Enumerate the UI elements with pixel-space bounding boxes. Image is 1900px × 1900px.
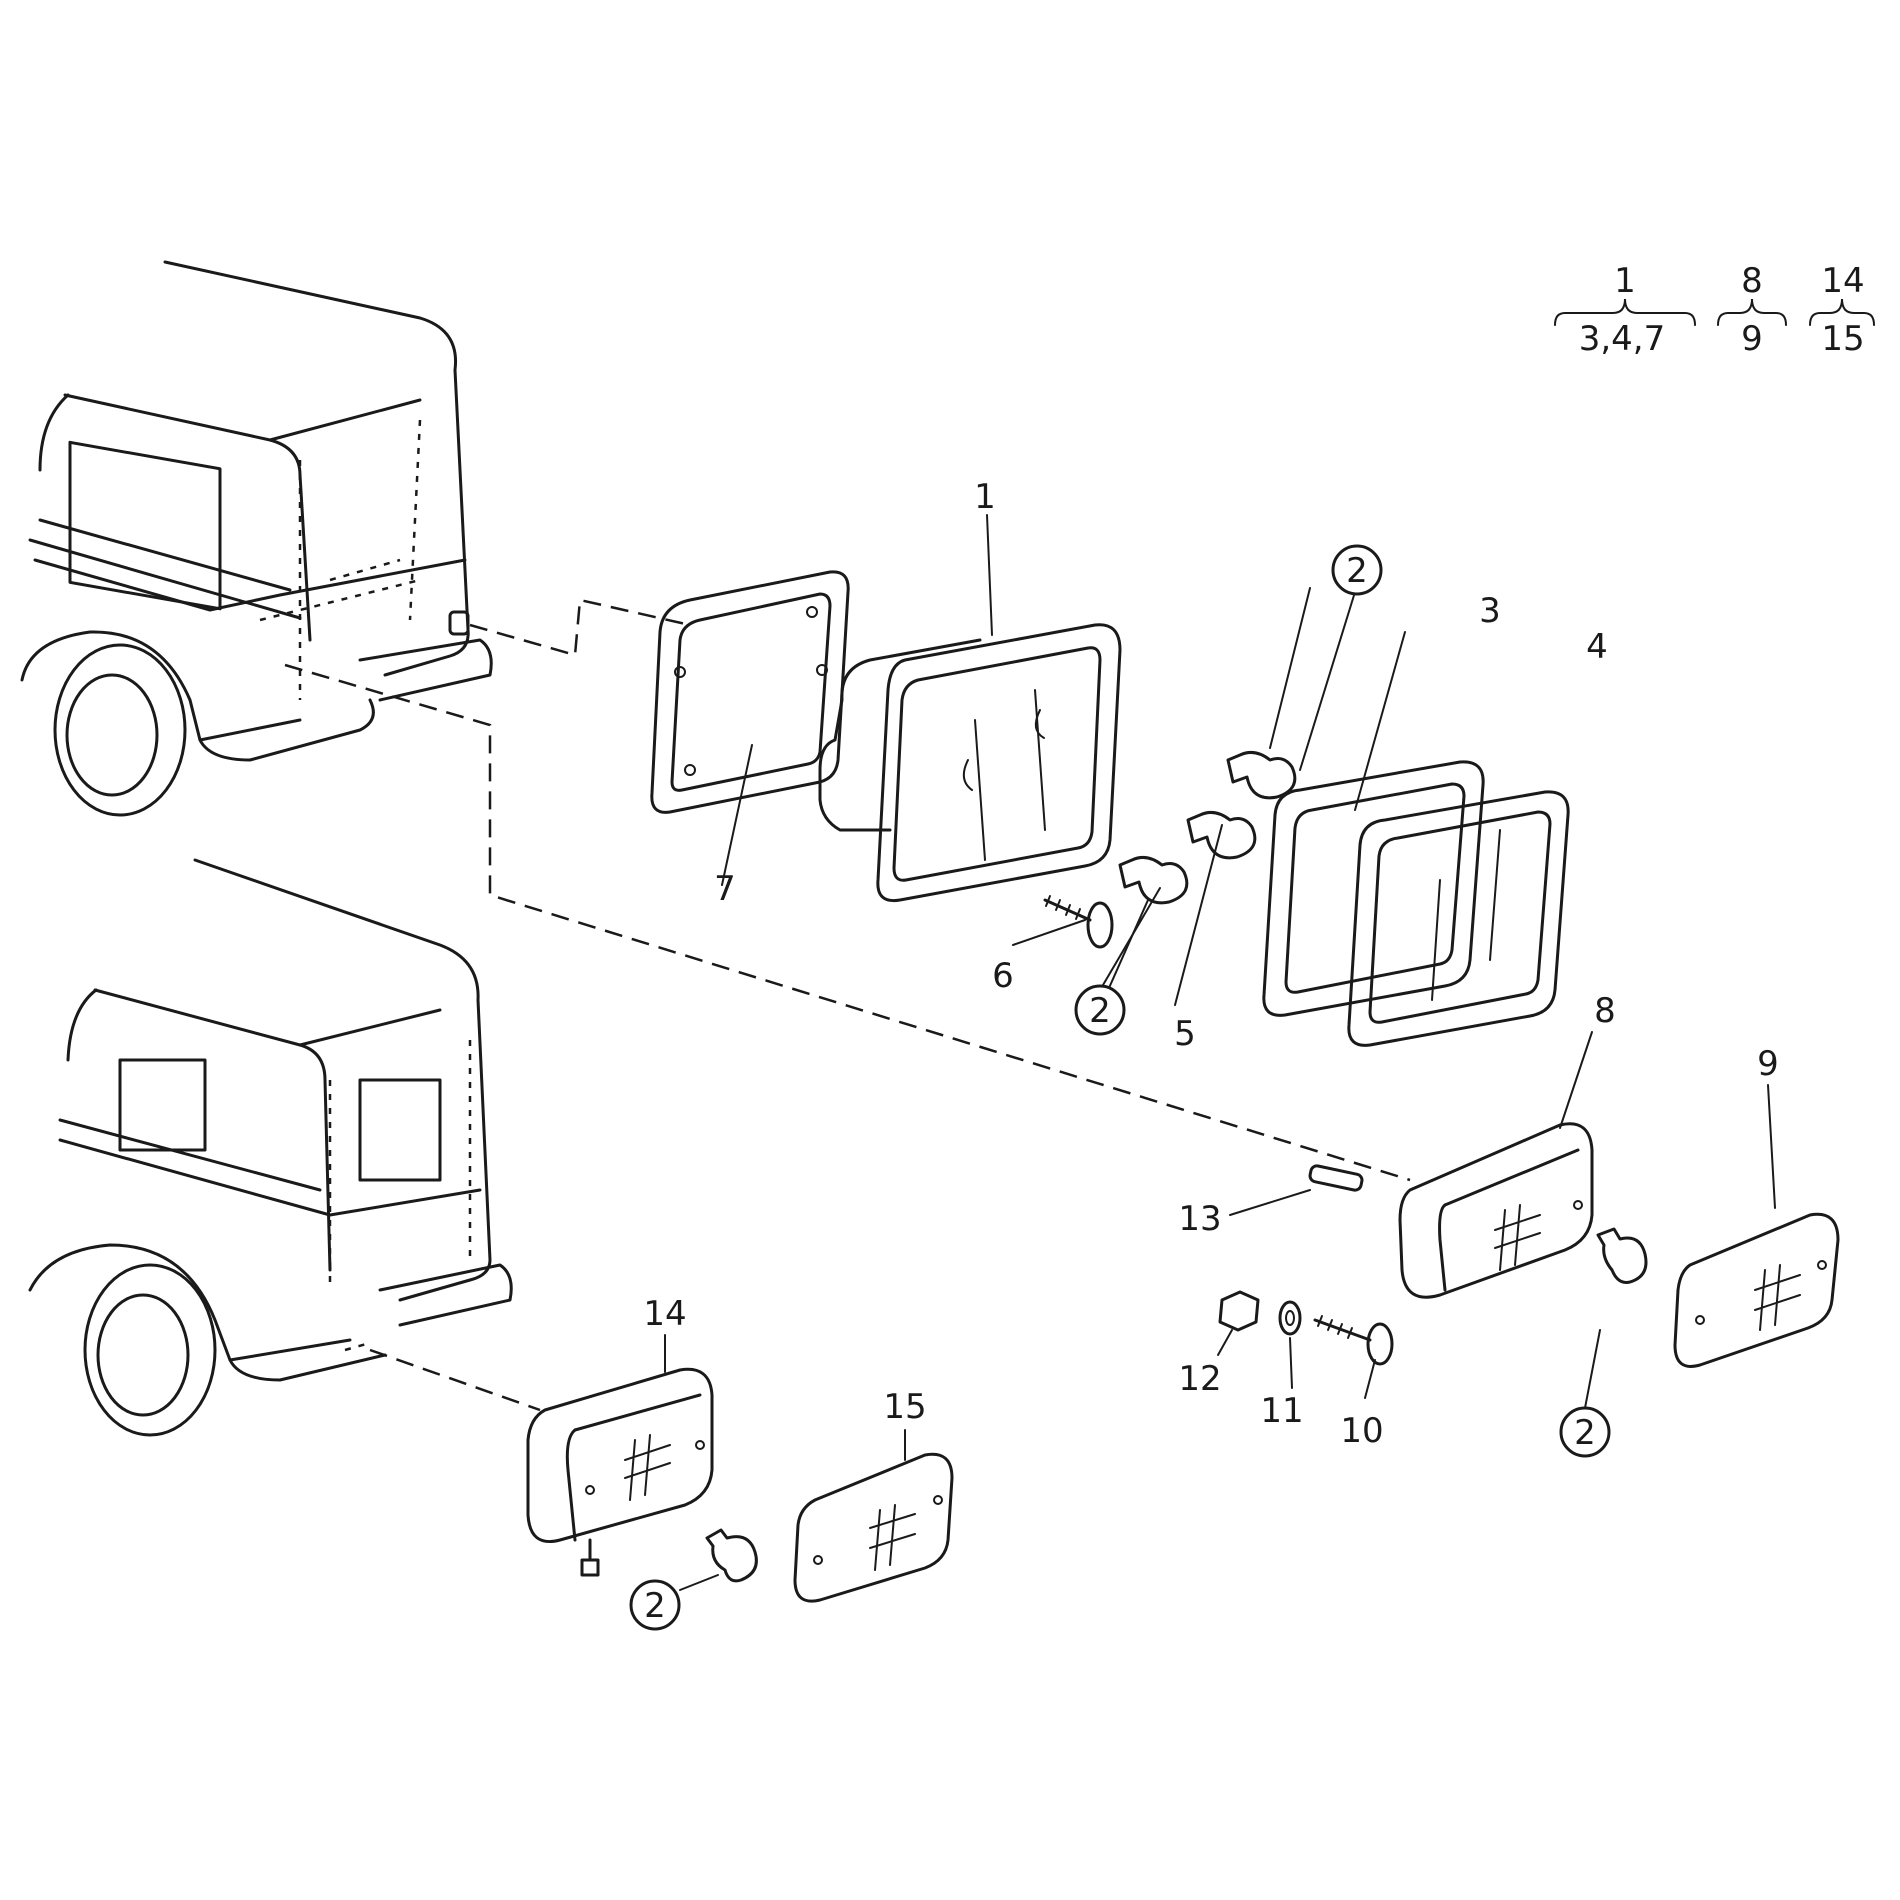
legend-brace-1 [1554,298,1696,326]
callout-2b-circle [1074,984,1126,1036]
legend: 1 3,4,7 8 9 14 15 [1554,261,1875,359]
callout-1: 1 [974,477,996,517]
bulb-2a [1226,750,1297,800]
callout-4: 4 [1586,627,1608,667]
upper-mount-point [448,610,470,636]
bulb-2d [705,1528,758,1583]
callout-2a: 2 [1346,551,1368,591]
part-13-pin [1308,1164,1364,1192]
callout-2b: 2 [1089,991,1111,1031]
legend-children-8: 9 [1741,319,1763,359]
callout-2c: 2 [1574,1413,1596,1453]
assembly-line-1 [469,598,691,657]
callout-13: 13 [1178,1199,1221,1239]
callout-2a-circle [1331,544,1383,596]
part-4-lens [1347,790,1570,1047]
bulb-5 [1186,810,1257,860]
part-15-lens [793,1452,954,1603]
callout-6: 6 [992,956,1014,996]
lower-wheel [83,1263,217,1437]
part-14-lamp [526,1367,714,1577]
leader-lines [664,514,1776,1591]
callout-11: 11 [1260,1391,1303,1431]
callout-7: 7 [714,869,736,909]
legend-children-14: 15 [1821,319,1864,359]
lower-rear-window [358,1078,442,1182]
legend-brace-8 [1717,298,1787,326]
legend-children-1: 3,4,7 [1579,319,1666,359]
part-9-lens [1673,1212,1840,1368]
legend-brace-14 [1809,298,1875,326]
upper-wheel [53,643,187,817]
callout-14: 14 [643,1294,686,1334]
bulb-2c [1596,1227,1648,1284]
part-8-side-lamp [1398,1122,1594,1299]
part-10-screw [1313,1315,1394,1366]
callouts: 1 2 3 4 5 6 7 2 8 9 13 12 11 10 2 14 15 … [629,477,1779,1631]
part-6-screw [1043,895,1114,949]
vehicle-upper [20,260,493,817]
callout-10: 10 [1340,1411,1383,1451]
upper-side-window [68,440,222,611]
part-12-clip [1218,1290,1260,1332]
callout-2d: 2 [644,1586,666,1626]
callout-15: 15 [883,1387,926,1427]
part-3-gasket [1262,760,1485,1017]
callout-12: 12 [1178,1359,1221,1399]
callout-2c-circle [1559,1406,1611,1458]
lower-side-window [118,1058,207,1152]
callout-5: 5 [1174,1014,1196,1054]
assembly-line-8 [284,663,1411,1182]
bulb-2b [1118,855,1189,905]
callout-9: 9 [1757,1044,1779,1084]
callout-3: 3 [1479,591,1501,631]
part-11-washer [1278,1300,1302,1336]
legend-parent-14: 14 [1821,261,1864,301]
legend-parent-8: 8 [1741,261,1763,301]
assembly-line-14 [369,1348,541,1412]
part-7-gasket [650,570,850,814]
vehicle-lower [28,858,513,1437]
legend-parent-1: 1 [1614,261,1636,301]
part-1-lamp-housing [818,623,1122,903]
callout-8: 8 [1594,991,1616,1031]
callout-2d-circle [629,1579,681,1631]
